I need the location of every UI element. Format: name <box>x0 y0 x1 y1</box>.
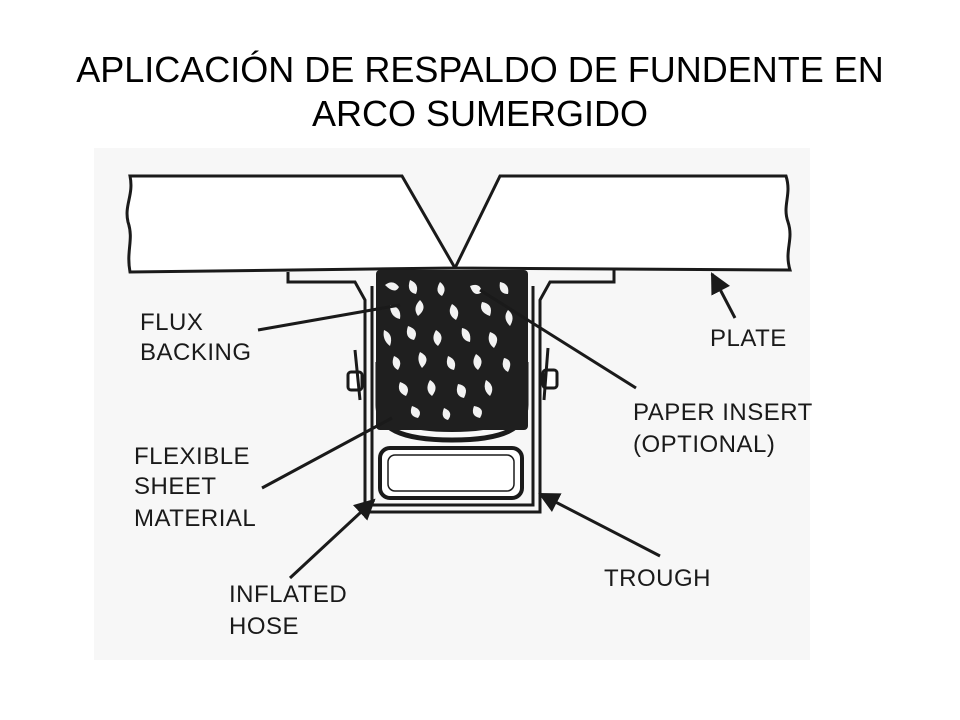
flux-backing-granules <box>376 270 528 430</box>
label-inflated-hose: INFLATED HOSE <box>229 581 354 640</box>
plate-left <box>125 174 458 274</box>
label-plate: PLATE <box>710 325 787 352</box>
leader-flexible-sheet <box>261 416 393 490</box>
leader-inflated-hose <box>288 498 376 580</box>
leader-lines <box>257 272 737 580</box>
plate-right <box>452 174 793 272</box>
label-trough: TROUGH <box>604 565 711 592</box>
inflated-hose <box>378 446 524 500</box>
label-flexible-sheet: FLEXIBLE SHEET MATERIAL <box>134 443 257 532</box>
leader-flux-backing <box>257 303 401 332</box>
slide-title: APLICACIÓN DE RESPALDO DE FUNDENTE EN AR… <box>0 48 960 136</box>
title-line-2: ARCO SUMERGIDO <box>311 93 649 134</box>
leader-trough <box>538 492 661 558</box>
label-paper-insert: PAPER INSERT (OPTIONAL) <box>633 399 820 458</box>
label-flux-backing: FLUX BACKING <box>140 309 252 366</box>
leader-plate <box>710 272 737 319</box>
title-line-1: APLICACIÓN DE RESPALDO DE FUNDENTE EN <box>76 49 884 90</box>
trough <box>286 270 616 514</box>
leader-paper-insert <box>479 288 637 390</box>
